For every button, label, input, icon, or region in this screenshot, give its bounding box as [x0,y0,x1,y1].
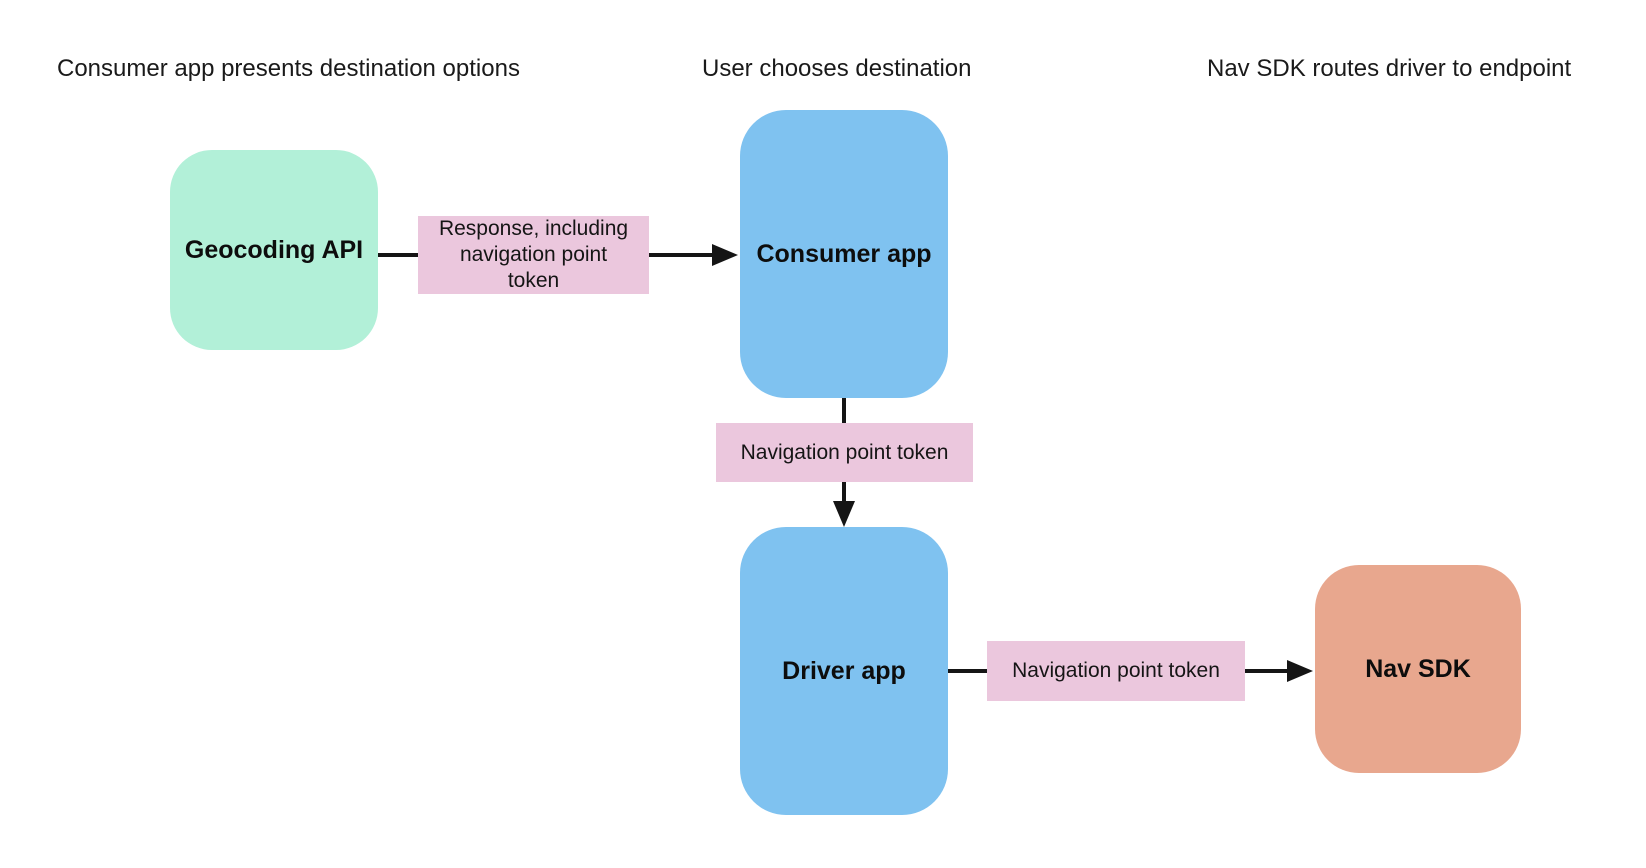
node-nav-sdk-label: Nav SDK [1365,654,1471,683]
column-header-user-chooses: User chooses destination [702,55,972,82]
node-driver-app-label: Driver app [782,656,906,685]
node-consumer-app: Consumer app [740,110,948,398]
column-header-navsdk-routes: Nav SDK routes driver to endpoint [1207,55,1572,82]
column-header-consumer-presents: Consumer app presents destination option… [57,55,520,82]
node-consumer-app-label: Consumer app [756,239,932,268]
edge-label-navigation-point-token-1: Navigation point token [716,423,973,482]
arrowhead-right-icon [1287,660,1313,682]
arrowhead-right-icon [712,244,738,266]
edge-label-navigation-point-token-2: Navigation point token [987,641,1245,701]
arrowhead-down-icon [833,501,855,527]
node-nav-sdk: Nav SDK [1315,565,1521,773]
node-driver-app: Driver app [740,527,948,815]
edge-label-response-including-token: Response, including navigation point tok… [418,216,649,294]
node-geocoding-api-label: Geocoding API [184,235,364,264]
node-geocoding-api: Geocoding API [170,150,378,350]
